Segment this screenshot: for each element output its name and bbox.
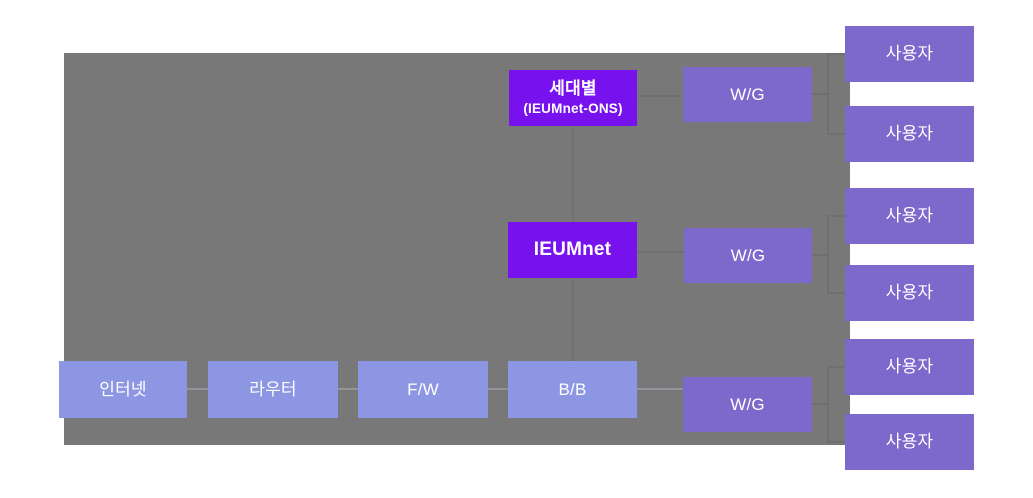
node-router: 라우터	[208, 361, 338, 418]
node-firewall: F/W	[358, 361, 488, 418]
node-generation-label: 세대별	[549, 79, 597, 99]
node-firewall-label: F/W	[407, 379, 439, 399]
node-generation-sublabel: (IEUMnet-ONS)	[523, 100, 623, 116]
node-internet: 인터넷	[59, 361, 187, 418]
node-ieumnet-label: IEUMnet	[533, 239, 612, 261]
node-router-label: 라우터	[249, 379, 297, 399]
node-wg-middle-label: W/G	[730, 245, 766, 265]
node-wg-top-label: W/G	[730, 84, 765, 104]
node-wg-top: W/G	[683, 67, 812, 122]
node-wg-bottom-label: W/G	[730, 394, 765, 414]
node-user-1-label: 사용자	[885, 44, 934, 64]
node-user-2-label: 사용자	[885, 124, 934, 144]
node-backbone-label: B/B	[558, 379, 587, 399]
node-user-4-label: 사용자	[885, 283, 934, 303]
node-user-6: 사용자	[845, 414, 974, 470]
node-backbone: B/B	[508, 361, 637, 418]
node-ieumnet: IEUMnet	[508, 222, 637, 278]
node-wg-bottom: W/G	[683, 377, 812, 432]
node-user-1: 사용자	[845, 26, 974, 82]
node-user-2: 사용자	[845, 106, 974, 162]
node-user-5-label: 사용자	[885, 357, 934, 377]
node-internet-label: 인터넷	[99, 379, 147, 399]
node-wg-middle: W/G	[684, 228, 812, 283]
node-user-3: 사용자	[845, 188, 974, 244]
node-user-4: 사용자	[845, 265, 974, 321]
node-user-3-label: 사용자	[885, 206, 934, 226]
node-user-5: 사용자	[845, 339, 974, 395]
node-generation-ons: 세대별 (IEUMnet-ONS)	[509, 70, 637, 126]
node-user-6-label: 사용자	[885, 432, 934, 452]
